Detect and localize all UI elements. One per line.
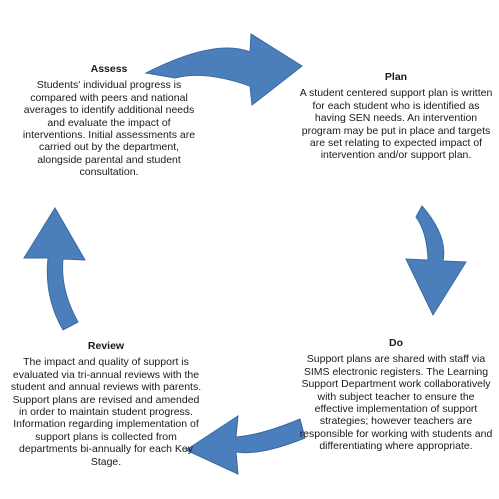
stage-review-title: Review — [87, 340, 125, 352]
curved-arrow-up-icon — [23, 207, 86, 331]
curved-arrow-left-icon — [184, 415, 306, 475]
stage-review: Review The impact and quality of support… — [8, 340, 204, 468]
stage-assess: Assess Students' individual progress is … — [20, 63, 198, 179]
stage-plan-title: Plan — [384, 71, 408, 83]
stage-assess-body: Students' individual progress is compare… — [22, 79, 196, 179]
stage-do-body: Support plans are shared with staff via … — [299, 353, 493, 453]
curved-arrow-right-icon — [144, 33, 303, 106]
curved-arrow-down-icon — [405, 205, 467, 317]
stage-do-title: Do — [389, 337, 403, 349]
stage-do: Do Support plans are shared with staff v… — [298, 337, 494, 453]
stage-assess-title: Assess — [90, 63, 128, 75]
stage-review-body: The impact and quality of support is eva… — [10, 356, 202, 468]
stage-plan: Plan A student centered support plan is … — [298, 71, 494, 162]
stage-plan-body: A student centered support plan is writt… — [299, 87, 493, 162]
